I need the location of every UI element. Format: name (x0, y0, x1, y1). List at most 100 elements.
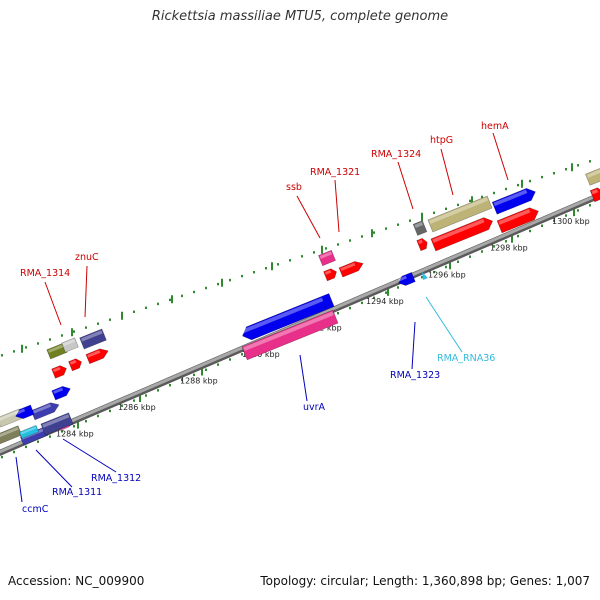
leader-line (334, 179, 340, 233)
upper-tick-mark (481, 195, 483, 199)
gene-uvra (241, 309, 339, 361)
lower-tick-mark (361, 301, 363, 305)
upper-tick-mark (253, 271, 255, 274)
upper-tick-mark (145, 306, 147, 309)
lower-tick-mark (589, 204, 591, 207)
upper-tick-mark (469, 199, 471, 203)
upper-tick-mark (337, 243, 339, 246)
upper-tick-mark (517, 183, 519, 187)
label-track: RMA_1314znuCssbRMA_1321RMA_1324htpGhemAc… (20, 121, 509, 515)
gene-block (30, 402, 60, 421)
upper-tick-mark (241, 274, 243, 278)
upper-tick-mark (25, 346, 27, 349)
upper-tick-mark (229, 278, 231, 282)
lower-tick-mark (421, 276, 423, 279)
gene-label-htpg: htpG (430, 135, 453, 146)
lower-tick-mark (517, 234, 519, 238)
upper-tick-mark (565, 168, 567, 171)
leader-track (15, 132, 509, 503)
gene-rma-1314 (46, 342, 68, 360)
kbp-tick-label: 1294 kbp (366, 297, 404, 306)
gene-rma-1321 (338, 261, 364, 278)
gene-rma-1324 (412, 220, 428, 236)
gene-block (430, 217, 494, 252)
lower-tick-mark (49, 435, 51, 438)
gene-znuc (79, 328, 107, 350)
upper-tick-mark (433, 211, 435, 214)
lower-tick-mark (529, 229, 531, 233)
lower-tick-mark (61, 430, 63, 433)
kbp-tick-label: 1298 kbp (490, 244, 528, 253)
gene-rma-1323 (398, 271, 416, 286)
upper-tick-mark (181, 294, 183, 298)
lower-tick-mark (385, 291, 387, 294)
upper-tick-mark (277, 263, 279, 266)
lower-tick-mark (109, 409, 111, 413)
gene-label-rma-1312: RMA_1312 (91, 473, 141, 484)
upper-tick-mark (157, 302, 159, 306)
gene-block (18, 424, 40, 440)
lower-tick-mark (445, 265, 447, 269)
lower-tick-mark (397, 286, 399, 289)
gene-block (589, 187, 600, 203)
upper-tick-mark (361, 235, 363, 238)
lower-tick-mark (217, 363, 219, 366)
upper-tick-mark (1, 354, 3, 357)
upper-tick-mark (409, 219, 411, 222)
gene-block (51, 386, 71, 401)
lower-tick-mark (577, 209, 579, 212)
gene-label-rma-1314: RMA_1314 (20, 268, 70, 279)
upper-tick-mark (313, 251, 315, 254)
leader-line (44, 281, 62, 326)
lower-tick-mark (433, 270, 435, 274)
gene-block (496, 207, 539, 234)
upper-tick-mark (457, 203, 459, 207)
gene-rma-rna36 (422, 272, 428, 280)
lower-tick-mark (37, 440, 39, 443)
upper-tick-mark (13, 350, 15, 353)
upper-tick-mark (109, 318, 111, 321)
gene-block (85, 348, 109, 365)
upper-tick-mark (193, 290, 195, 294)
upper-tick-mark (445, 207, 447, 210)
kbp-tick-label: 1296 kbp (428, 270, 466, 279)
lower-tick-mark (169, 384, 171, 387)
lower-tick-mark (565, 214, 567, 217)
lower-tick-mark (241, 353, 243, 356)
gene-label-ccmc: ccmC (22, 504, 49, 515)
upper-tick-mark (493, 191, 495, 195)
upper-tick-mark (205, 286, 207, 290)
leader-line (84, 265, 88, 318)
upper-tick-mark (49, 338, 51, 341)
leader-line (35, 449, 73, 488)
gene-label-rma-1324: RMA_1324 (371, 149, 421, 160)
lower-tick-mark (181, 378, 183, 382)
upper-tick-mark (505, 187, 507, 191)
lower-tick-mark (205, 368, 207, 371)
gene-label-uvra: uvrA (303, 402, 326, 413)
lower-tick-mark (541, 224, 543, 227)
kbp-tick-label: 1284 kbp (56, 430, 94, 439)
gene-label-rma-1321: RMA_1321 (310, 167, 360, 178)
leader-line (411, 321, 416, 370)
gene-label-rma-1323: RMA_1323 (390, 370, 440, 381)
genome-summary: Topology: circular; Length: 1,360,898 bp… (260, 574, 590, 588)
upper-tick-mark (349, 239, 351, 242)
gene-block (15, 404, 35, 419)
kbp-tick-label: 1300 kbp (552, 217, 590, 226)
lower-tick-mark (13, 450, 15, 454)
lower-tick-mark (1, 455, 3, 459)
upper-tick-mark (325, 247, 327, 250)
lower-tick-mark (73, 425, 75, 428)
gene-block (61, 337, 79, 353)
leader-line (440, 148, 454, 196)
map-title: Rickettsia massiliae MTU5, complete geno… (151, 9, 449, 24)
upper-tick-mark (217, 282, 219, 286)
upper-tick-mark (61, 334, 63, 337)
gene-label-rma-rna36: RMA_RNA36 (437, 353, 495, 364)
lower-tick-mark (229, 358, 231, 361)
upper-tick-mark (301, 255, 303, 258)
genome-backbone (0, 192, 600, 454)
upper-tick-mark (85, 326, 87, 329)
